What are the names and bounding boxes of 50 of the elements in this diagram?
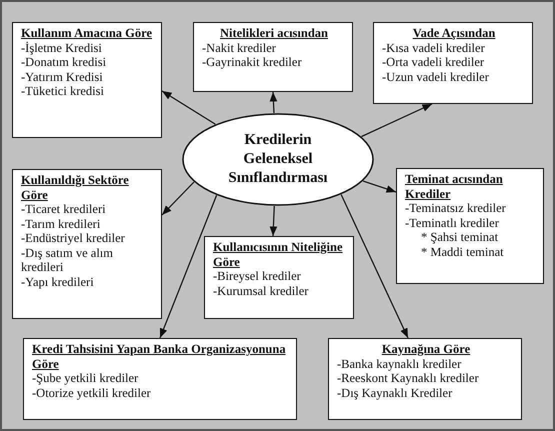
category-box bbox=[12, 169, 162, 319]
list-item: -Kurumsal krediler bbox=[213, 284, 310, 298]
box-heading: Kaynağına Göre bbox=[380, 342, 472, 356]
list-item: -Dış Kaynaklı Krediler bbox=[337, 386, 454, 400]
arrow bbox=[340, 194, 409, 338]
list-item: -Kısa vadeli krediler bbox=[382, 40, 486, 55]
category-box bbox=[23, 338, 297, 420]
list-item: -Endüstriyel krediler bbox=[21, 231, 126, 246]
list-item: -İşletme Kredisi bbox=[21, 40, 103, 55]
list-item: -Yatırım Kredisi bbox=[21, 70, 104, 84]
arrow bbox=[362, 180, 396, 193]
category-box bbox=[328, 338, 522, 420]
box-heading: Kullanıldığı Sektöre Göre bbox=[21, 173, 130, 202]
box-heading: Teminat acısından Krediler bbox=[405, 172, 504, 201]
box-heading: Vade Açısından bbox=[412, 26, 496, 40]
box-heading: Kullanım Amacına Göre bbox=[21, 26, 154, 40]
box-heading: Kredi Tahsisini Yapan Banka Organizasyonuna Göre bbox=[32, 342, 287, 371]
category-box bbox=[193, 22, 353, 92]
list-item: -Bireysel krediler bbox=[213, 269, 302, 284]
category-box bbox=[12, 22, 162, 138]
list-item: -Banka kaynaklı krediler bbox=[337, 356, 462, 371]
arrow bbox=[159, 195, 218, 338]
list-item: -Otorize yetkili krediler bbox=[32, 386, 152, 400]
list-item: -Tarım kredileri bbox=[21, 216, 102, 231]
category-box bbox=[373, 22, 533, 104]
arrow bbox=[270, 206, 278, 236]
arrow bbox=[162, 182, 194, 216]
list-item: -Ticaret kredileri bbox=[21, 202, 107, 216]
arrow bbox=[270, 92, 278, 114]
category-box bbox=[396, 168, 544, 284]
box-heading: Kullanıcısının Niteliğine Göre bbox=[213, 240, 344, 269]
list-item: -Şube yetkili krediler bbox=[32, 371, 140, 386]
list-item: -Orta vadeli krediler bbox=[382, 55, 486, 70]
central-title: Kredilerin Geleneksel Sınıflandırması bbox=[227, 131, 329, 188]
list-item: -Teminatsız krediler bbox=[405, 201, 507, 216]
list-item: -Nakit krediler bbox=[202, 40, 277, 55]
list-item: -Yapı kredileri bbox=[21, 274, 95, 289]
list-item: -Tüketici kredisi bbox=[21, 84, 105, 98]
list-item: -Dış satım ve alım kredileri bbox=[21, 246, 114, 274]
arrow bbox=[361, 103, 432, 138]
box-heading: Nitelikleri acısından bbox=[219, 26, 329, 40]
list-item: -Reeskont Kaynaklı krediler bbox=[337, 371, 480, 386]
category-box bbox=[204, 236, 354, 319]
list-item: -Donatım kredisi bbox=[21, 55, 108, 70]
list-item: * Maddi teminat bbox=[420, 244, 505, 259]
list-item: -Uzun vadeli krediler bbox=[382, 70, 490, 84]
list-item: * Şahsi teminat bbox=[420, 230, 500, 244]
arrow bbox=[162, 90, 216, 125]
list-item: -Teminatlı krediler bbox=[405, 216, 500, 230]
list-item: -Gayrinakit krediler bbox=[202, 55, 303, 70]
